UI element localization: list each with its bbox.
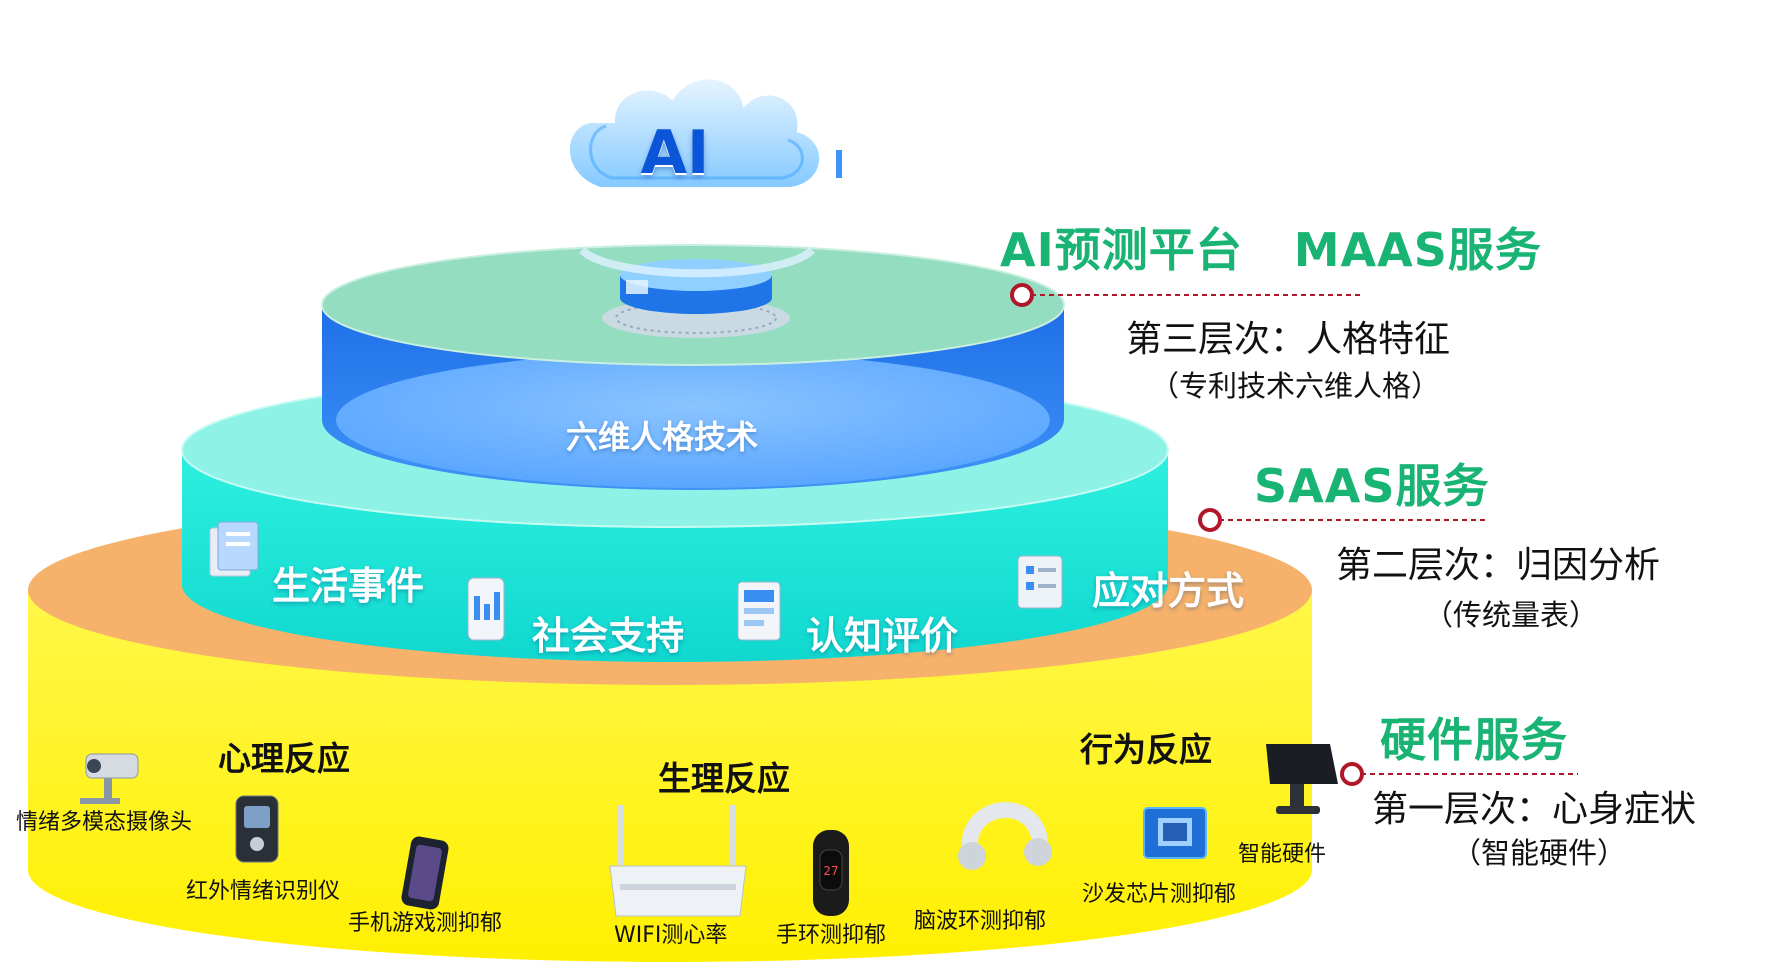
middle-item-coping: 应对方式	[1092, 569, 1245, 613]
level-label-2: 第二层次：归因分析	[1336, 545, 1661, 586]
level-label-1: 第一层次：心身症状	[1372, 789, 1697, 830]
ai-cloud-icon	[563, 73, 842, 338]
service-label-maas: AI预测平台 MAAS服务	[1000, 223, 1542, 277]
device-wifi-label: WIFI测心率	[614, 923, 728, 948]
sofa-chip-icon	[1143, 807, 1207, 859]
middle-item-cognitive-appraisal: 认知评价	[806, 614, 959, 658]
top-tier-label: 六维人格技术	[566, 418, 759, 456]
device-terminal-label: 智能硬件	[1238, 842, 1327, 867]
middle-item-social-support: 社会支持	[532, 614, 685, 658]
chart-phone-icon	[467, 577, 505, 641]
device-chip-label: 沙发芯片测抑郁	[1082, 882, 1237, 907]
middle-item-life-events: 生活事件	[272, 564, 425, 608]
smart-terminal-icon	[1266, 744, 1338, 814]
device-camera-label: 情绪多模态摄像头	[16, 810, 193, 835]
camera-icon	[80, 753, 139, 804]
phone-icon	[401, 836, 449, 910]
service-label-saas: SAAS服务	[1254, 459, 1490, 513]
group-psych-label: 心理反应	[218, 739, 350, 778]
device-band-label: 手环测抑郁	[776, 923, 887, 948]
device-phone-label: 手机游戏测抑郁	[348, 911, 503, 936]
level-sub-2: （传统量表）	[1424, 598, 1599, 632]
infrared-device-icon	[235, 795, 279, 863]
group-behavior-label: 行为反应	[1080, 730, 1212, 769]
service-label-hardware: 硬件服务	[1380, 713, 1568, 767]
wristband-icon: 27	[813, 830, 849, 916]
eeg-headband-icon	[958, 802, 1052, 870]
leader-lines	[1010, 283, 1578, 786]
wifi-router-icon	[609, 805, 747, 917]
level-label-3: 第三层次：人格特征	[1126, 319, 1451, 360]
ai-badge: AI	[640, 118, 710, 188]
level-sub-3: （专利技术六维人格）	[1150, 369, 1441, 403]
device-eeg-label: 脑波环测抑郁	[914, 909, 1047, 934]
checklist-icon	[1017, 555, 1063, 609]
document-stack-icon	[209, 521, 259, 577]
dashboard-icon	[737, 581, 781, 641]
device-infrared-label: 红外情绪识别仪	[186, 879, 341, 904]
group-physio-label: 生理反应	[658, 759, 790, 798]
top-tier	[321, 244, 1065, 490]
level-sub-1: （智能硬件）	[1452, 836, 1627, 870]
svg-text:27: 27	[823, 864, 838, 878]
